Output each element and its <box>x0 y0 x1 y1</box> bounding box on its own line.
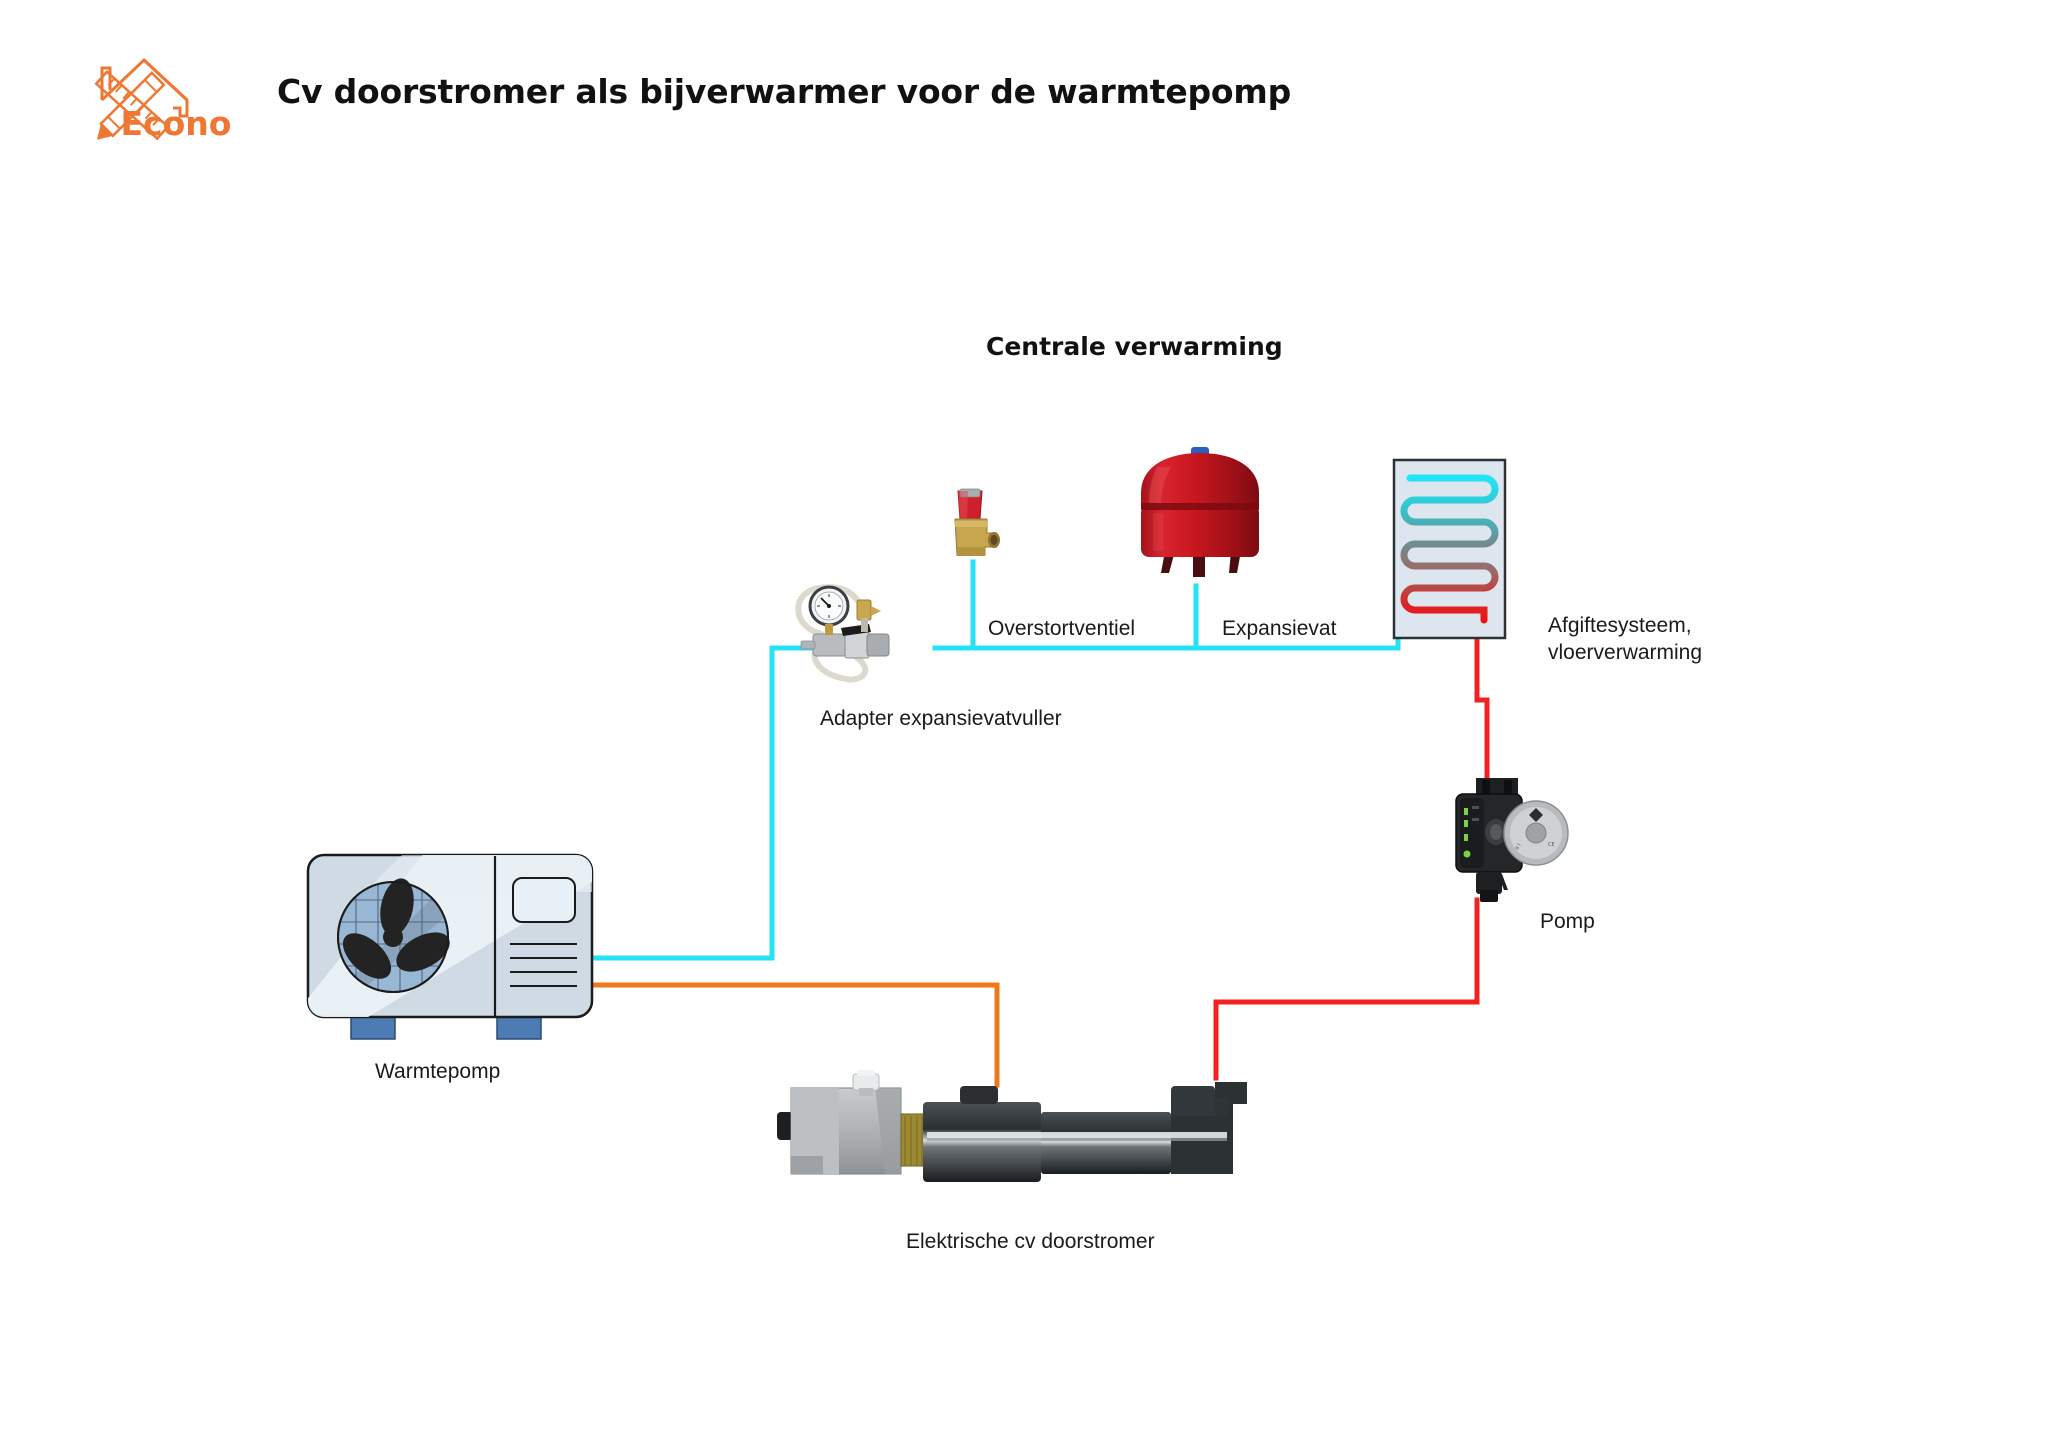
expansievat-seam <box>1141 503 1259 510</box>
econo-house-logo: Econo <box>94 57 232 143</box>
ruler-icon <box>94 70 170 141</box>
adapter-brass-fitting <box>856 599 881 632</box>
label-doorstromer: Elektrische cv doorstromer <box>906 1230 1155 1253</box>
svg-text:II I: II I <box>1514 843 1522 851</box>
adapter-hose-lower <box>811 649 869 683</box>
overstortventiel[interactable] <box>945 485 1005 560</box>
pomp-outlet-port <box>1476 872 1502 894</box>
section-title: Centrale verwarming <box>986 332 1283 361</box>
pomp-led-indicators <box>1463 806 1479 858</box>
label-warmtepomp: Warmtepomp <box>375 1060 501 1083</box>
pencil-icon <box>96 71 166 140</box>
warmtepomp-unit[interactable] <box>305 852 595 1052</box>
label-expansievat: Expansievat <box>1222 617 1337 640</box>
doorstromer-highlight <box>927 1132 1227 1138</box>
label-afgiftesysteem-line1: Afgiftesysteem, <box>1548 614 1692 637</box>
adapter-body-right <box>866 633 890 657</box>
pipe-pomp-to-doorstromer <box>1213 897 1480 1081</box>
label-afgiftesysteem: Afgiftesysteem, vloerverwarming <box>1548 612 1702 667</box>
circulatiepomp[interactable]: II I CE <box>1450 778 1570 903</box>
floorpanel-serpentine-pipe <box>1400 474 1499 624</box>
pomp-brand-diamond <box>1529 808 1543 822</box>
heatpump-foot-right <box>496 1016 542 1040</box>
valve-inlet-thread <box>957 547 985 556</box>
adapter-body-mid <box>844 631 870 659</box>
doorstromer-pipe <box>1041 1112 1171 1174</box>
heatpump-access-hatch <box>512 877 576 923</box>
logo-wordmark: Econo <box>121 104 232 143</box>
heatpump-fan-blades <box>342 878 450 979</box>
doorstromer-top-cap[interactable] <box>852 1073 880 1091</box>
pomp-hub <box>1525 822 1547 844</box>
pipe-heatpump-to-doorstromer <box>592 982 1000 1088</box>
adapter-body-left <box>812 633 848 657</box>
heatpump-foot-left <box>350 1016 396 1040</box>
adapter-gauge-stem <box>825 624 833 635</box>
vloerverwarming-paneel[interactable] <box>1392 458 1507 640</box>
adapter-inlet-nipple <box>800 640 816 650</box>
label-afgiftesysteem-line2: vloerverwarming <box>1548 641 1703 665</box>
adapter-hose-upper <box>795 584 860 637</box>
adapter-expansievatvuller[interactable] <box>785 578 930 698</box>
pipe-floorpanel-to-pomp <box>1474 625 1490 785</box>
expansievat[interactable] <box>1135 447 1265 582</box>
heatpump-vent-slots <box>510 943 577 987</box>
doorstromer-sensor-boss <box>960 1086 998 1104</box>
label-pomp: Pomp <box>1540 910 1595 933</box>
page-title: Cv doorstromer als bijverwarmer voor de … <box>277 72 1292 111</box>
label-adapter: Adapter expansievatvuller <box>820 707 1062 730</box>
label-overstortventiel: Overstortventiel <box>988 617 1136 640</box>
svg-text:CE: CE <box>1548 842 1555 848</box>
elektrische-cv-doorstromer[interactable] <box>775 1070 1255 1195</box>
doorstromer-end-cap <box>777 1112 793 1140</box>
doorstromer-heating-chamber <box>923 1102 1041 1182</box>
